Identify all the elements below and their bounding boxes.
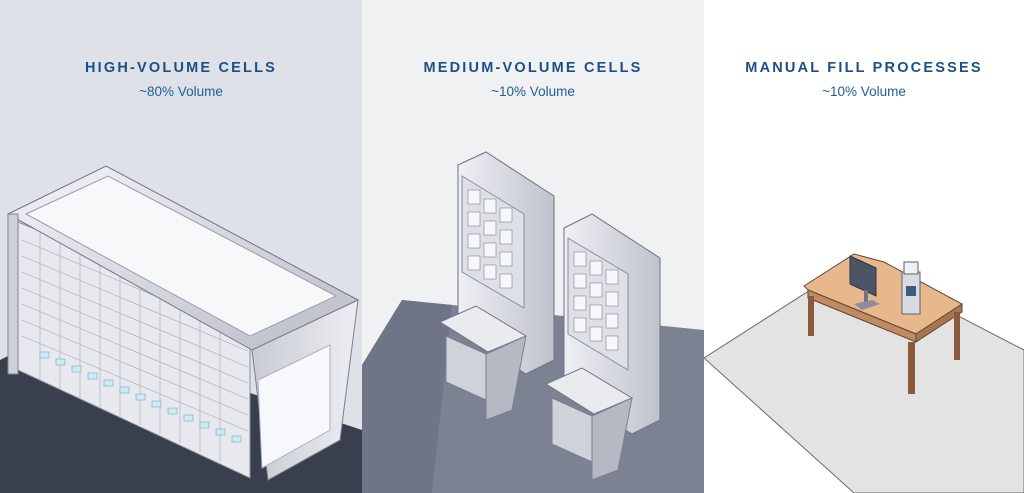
monitor-icon xyxy=(849,255,880,310)
panel-title: HIGH-VOLUME CELLS xyxy=(84,60,278,76)
vial-row xyxy=(39,351,242,443)
panel-subtitle: ~10% Volume xyxy=(491,84,575,99)
manual-fill-desk-illustration xyxy=(704,253,1024,493)
panel-medium-volume: MEDIUM-VOLUME CELLS ~10% Volume xyxy=(362,0,704,493)
desk xyxy=(803,253,963,394)
panel-subtitle: ~10% Volume xyxy=(822,84,906,99)
high-volume-cell-illustration xyxy=(0,165,362,493)
dispensing-cabinet-right xyxy=(544,213,661,481)
panel-high-volume: HIGH-VOLUME CELLS ~80% Volume xyxy=(0,0,362,493)
medium-volume-cabinets-illustration xyxy=(362,151,704,493)
dispensing-device xyxy=(901,261,921,315)
dispensing-cabinet-left xyxy=(438,151,555,421)
panel-manual-fill: MANUAL FILL PROCESSES ~10% Volume xyxy=(704,0,1024,493)
panel-title: MANUAL FILL PROCESSES xyxy=(745,60,983,76)
panel-title: MEDIUM-VOLUME CELLS xyxy=(423,60,643,76)
panel-subtitle: ~80% Volume xyxy=(139,84,223,99)
